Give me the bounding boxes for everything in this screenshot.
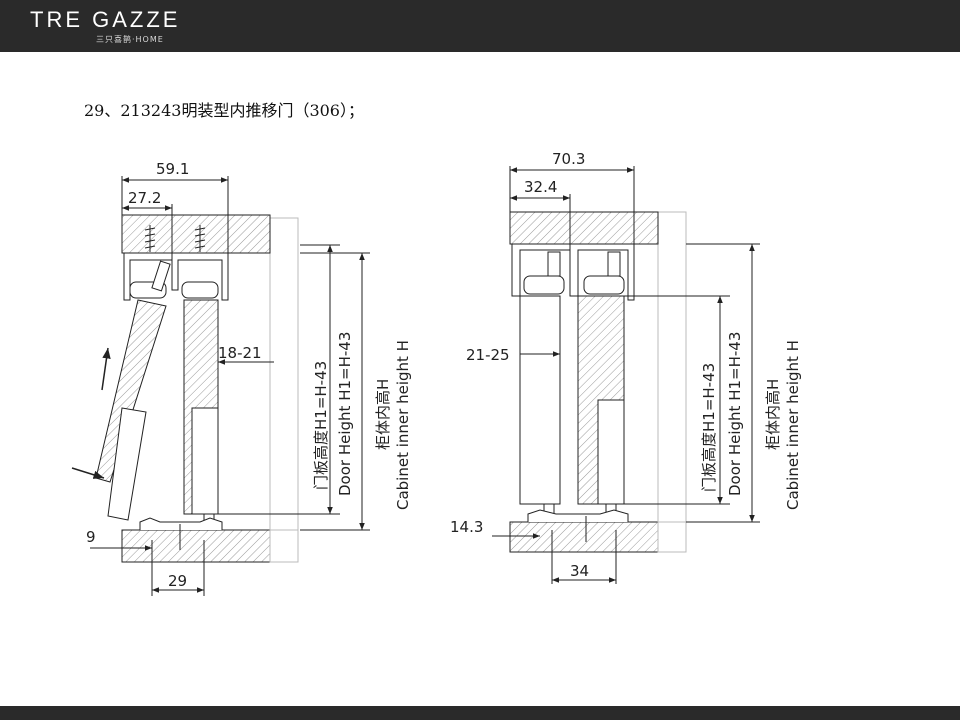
- left-top-track-2: [171, 252, 229, 301]
- right-dim-gap: 21-25: [466, 346, 510, 364]
- right-cabinet-side: [657, 211, 687, 553]
- left-tilted-door: [95, 299, 167, 483]
- left-door-fitting: [191, 407, 219, 515]
- left-push-arrow: [101, 347, 111, 391]
- right-roller-1: [523, 275, 565, 295]
- left-bottom-track: [139, 517, 223, 530]
- right-dim-profile-width: 32.4: [524, 178, 557, 196]
- right-bottom-track: [527, 509, 629, 522]
- left-roller-2: [181, 281, 219, 299]
- left-screws: [144, 225, 206, 252]
- right-front-door: [519, 295, 561, 505]
- right-door-height-en: Door Height H1=H-43: [726, 332, 744, 496]
- left-press-arrow: [71, 467, 105, 479]
- right-roller-2: [583, 275, 625, 295]
- right-dim-bottom-offset: 14.3: [450, 518, 483, 536]
- right-drawing: 70.3 32.4 21-25 14.3 34 门板高度H1=H-43 Door…: [450, 150, 802, 584]
- right-dim-bottom-width: 34: [570, 562, 589, 580]
- left-bottom-side: [269, 529, 299, 563]
- left-dim-total-width: 59.1: [156, 160, 189, 178]
- right-cabinet-en: Cabinet inner height H: [784, 340, 802, 510]
- brand-logo[interactable]: TRE GAZZE 三只喜鹊·HOME: [30, 8, 180, 45]
- left-cabinet-en: Cabinet inner height H: [394, 340, 412, 510]
- left-door-height-cn: 门板高度H1=H-43: [312, 361, 330, 490]
- left-tilted-door-fitting: [107, 407, 147, 521]
- left-cabinet-cn: 柜体内高H: [374, 379, 392, 450]
- left-hinge-arm: [151, 260, 171, 292]
- right-top-board: [509, 211, 659, 245]
- page-caption: 29、213243明装型内推移门（306）；: [84, 101, 364, 120]
- right-bottom-side: [657, 521, 687, 553]
- left-drawing: 59.1 27.2 18-21 9 29 门板高度H1=H-43 Door He…: [71, 160, 412, 596]
- right-door-height-cn: 门板高度H1=H-43: [700, 363, 718, 492]
- right-roller-bracket-2: [607, 251, 621, 277]
- right-dim-total-width: 70.3: [552, 150, 585, 168]
- left-bottom-board: [121, 529, 271, 563]
- logo-subtitle: 三只喜鹊·HOME: [96, 35, 164, 44]
- left-top-board: [121, 214, 271, 254]
- right-bottom-board: [509, 521, 659, 553]
- left-dim-profile-width: 27.2: [128, 189, 161, 207]
- footer-bar: [0, 706, 960, 720]
- left-dim-bottom-width: 29: [168, 572, 187, 590]
- right-top-track-2: [569, 243, 635, 301]
- left-door-height-en: Door Height H1=H-43: [336, 332, 354, 496]
- logo-text: TRE GAZZE: [30, 7, 181, 32]
- left-cabinet-side: [269, 217, 299, 563]
- header-bar: TRE GAZZE 三只喜鹊·HOME: [0, 0, 960, 52]
- right-cabinet-cn: 柜体内高H: [764, 379, 782, 450]
- left-dim-gap: 18-21: [218, 344, 262, 362]
- left-dim-bottom-offset: 9: [86, 528, 96, 546]
- right-roller-bracket-1: [547, 251, 561, 277]
- right-door-fitting: [597, 399, 625, 505]
